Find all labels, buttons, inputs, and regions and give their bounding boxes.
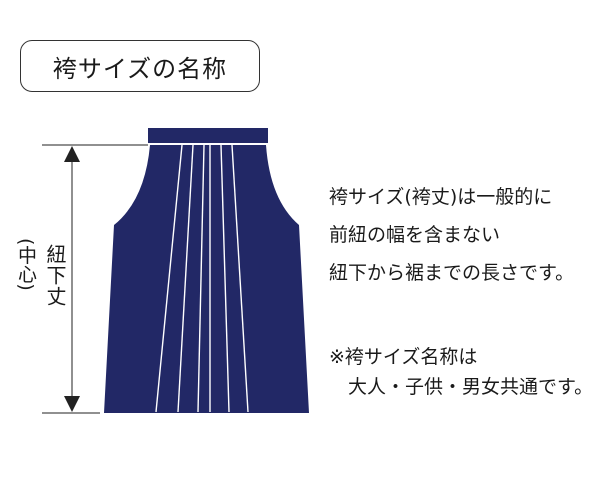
pleat-line — [231, 144, 249, 413]
description: 袴サイズ(袴丈)は一般的に 前紐の幅を含まない 紐下から裾までの長さです。 — [329, 178, 574, 292]
title-box: 袴サイズの名称 — [20, 40, 260, 92]
pleat-line — [220, 144, 230, 413]
measure-sublabel: (中心) — [15, 238, 37, 291]
hakama-waistband — [148, 128, 268, 143]
note-line: ※袴サイズ名称は — [329, 346, 478, 368]
arrow-up-icon — [64, 146, 80, 162]
note-line: 大人・子供・男女共通です。 — [348, 376, 594, 398]
description-line: 紐下から裾までの長さです。 — [329, 262, 575, 284]
measurement — [42, 144, 148, 414]
hakama-pleats — [155, 144, 249, 413]
description-line: 袴サイズ(袴丈)は一般的に — [329, 186, 553, 208]
description-line: 前紐の幅を含まない — [329, 224, 501, 246]
pleat-line — [197, 144, 205, 413]
pleat-line — [177, 144, 194, 413]
hakama-body — [104, 145, 309, 413]
title-text: 袴サイズの名称 — [52, 54, 228, 83]
note: ※袴サイズ名称は 大人・子供・男女共通です。 — [329, 342, 593, 402]
arrow-down-icon — [64, 396, 80, 412]
pleat-line — [155, 144, 183, 413]
measure-label: 紐下丈 — [43, 244, 67, 307]
